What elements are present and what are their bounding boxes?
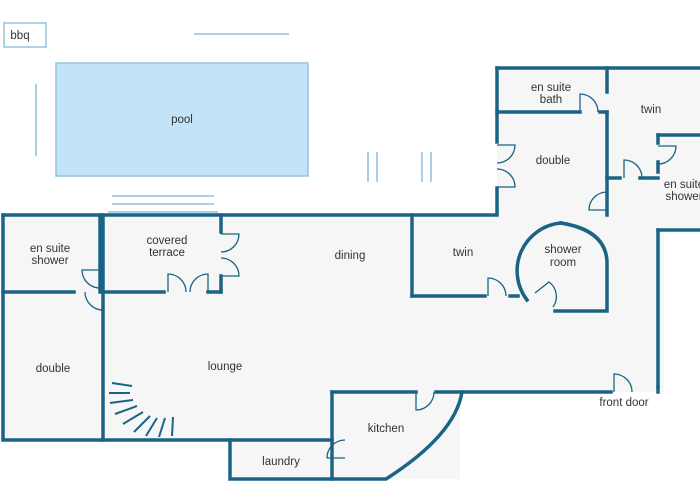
door-terrace-right: [189, 273, 209, 293]
laundry-label: laundry: [262, 456, 300, 468]
bbq-box: [3, 22, 47, 48]
door-shower-room: [534, 281, 558, 308]
lounge-label: lounge: [208, 361, 243, 373]
covered-terrace-label-1: covered: [147, 235, 188, 247]
door-front: [613, 373, 633, 393]
door-double-bottom: [496, 168, 516, 188]
en-suite-shower-left-label-2: shower: [31, 255, 68, 267]
en-suite-shower-right-label-1: en suite: [664, 179, 700, 191]
door-dining-bottom: [220, 257, 240, 277]
door-twin-right: [623, 159, 643, 179]
door-twin-center: [487, 277, 507, 297]
kitchen-label: kitchen: [368, 423, 404, 435]
shower-room-label-1: shower: [544, 244, 581, 256]
en-suite-shower-right-label-2: shower: [665, 191, 700, 203]
stairs: [109, 382, 174, 438]
walls: [1, 66, 700, 481]
door-bath: [579, 93, 599, 113]
double-left-label: double: [36, 363, 71, 375]
twin-center-label: twin: [453, 247, 473, 259]
door-laundry: [326, 439, 346, 459]
door-double-top: [496, 144, 516, 164]
door-swings: [81, 93, 677, 459]
dining-label: dining: [335, 250, 366, 262]
shower-room-label-2: room: [550, 257, 576, 269]
door-right-shower: [657, 145, 677, 165]
pool: [55, 62, 309, 177]
front-door-label: front door: [599, 397, 648, 409]
door-hall: [588, 191, 608, 211]
en-suite-bath-label-1: en suite: [531, 82, 571, 94]
door-terrace-left: [167, 273, 187, 293]
door-left-shower: [81, 269, 101, 289]
en-suite-shower-left-label-1: en suite: [30, 243, 70, 255]
door-lounge: [84, 291, 104, 311]
twin-right-label: twin: [641, 104, 661, 116]
door-dining-top: [220, 233, 240, 253]
en-suite-bath-label-2: bath: [540, 94, 562, 106]
pool-label: pool: [171, 114, 193, 126]
bbq-label: bbq: [10, 30, 29, 42]
double-right-label: double: [536, 155, 571, 167]
covered-terrace-label-2: terrace: [149, 247, 185, 259]
door-kitchen: [415, 391, 435, 411]
